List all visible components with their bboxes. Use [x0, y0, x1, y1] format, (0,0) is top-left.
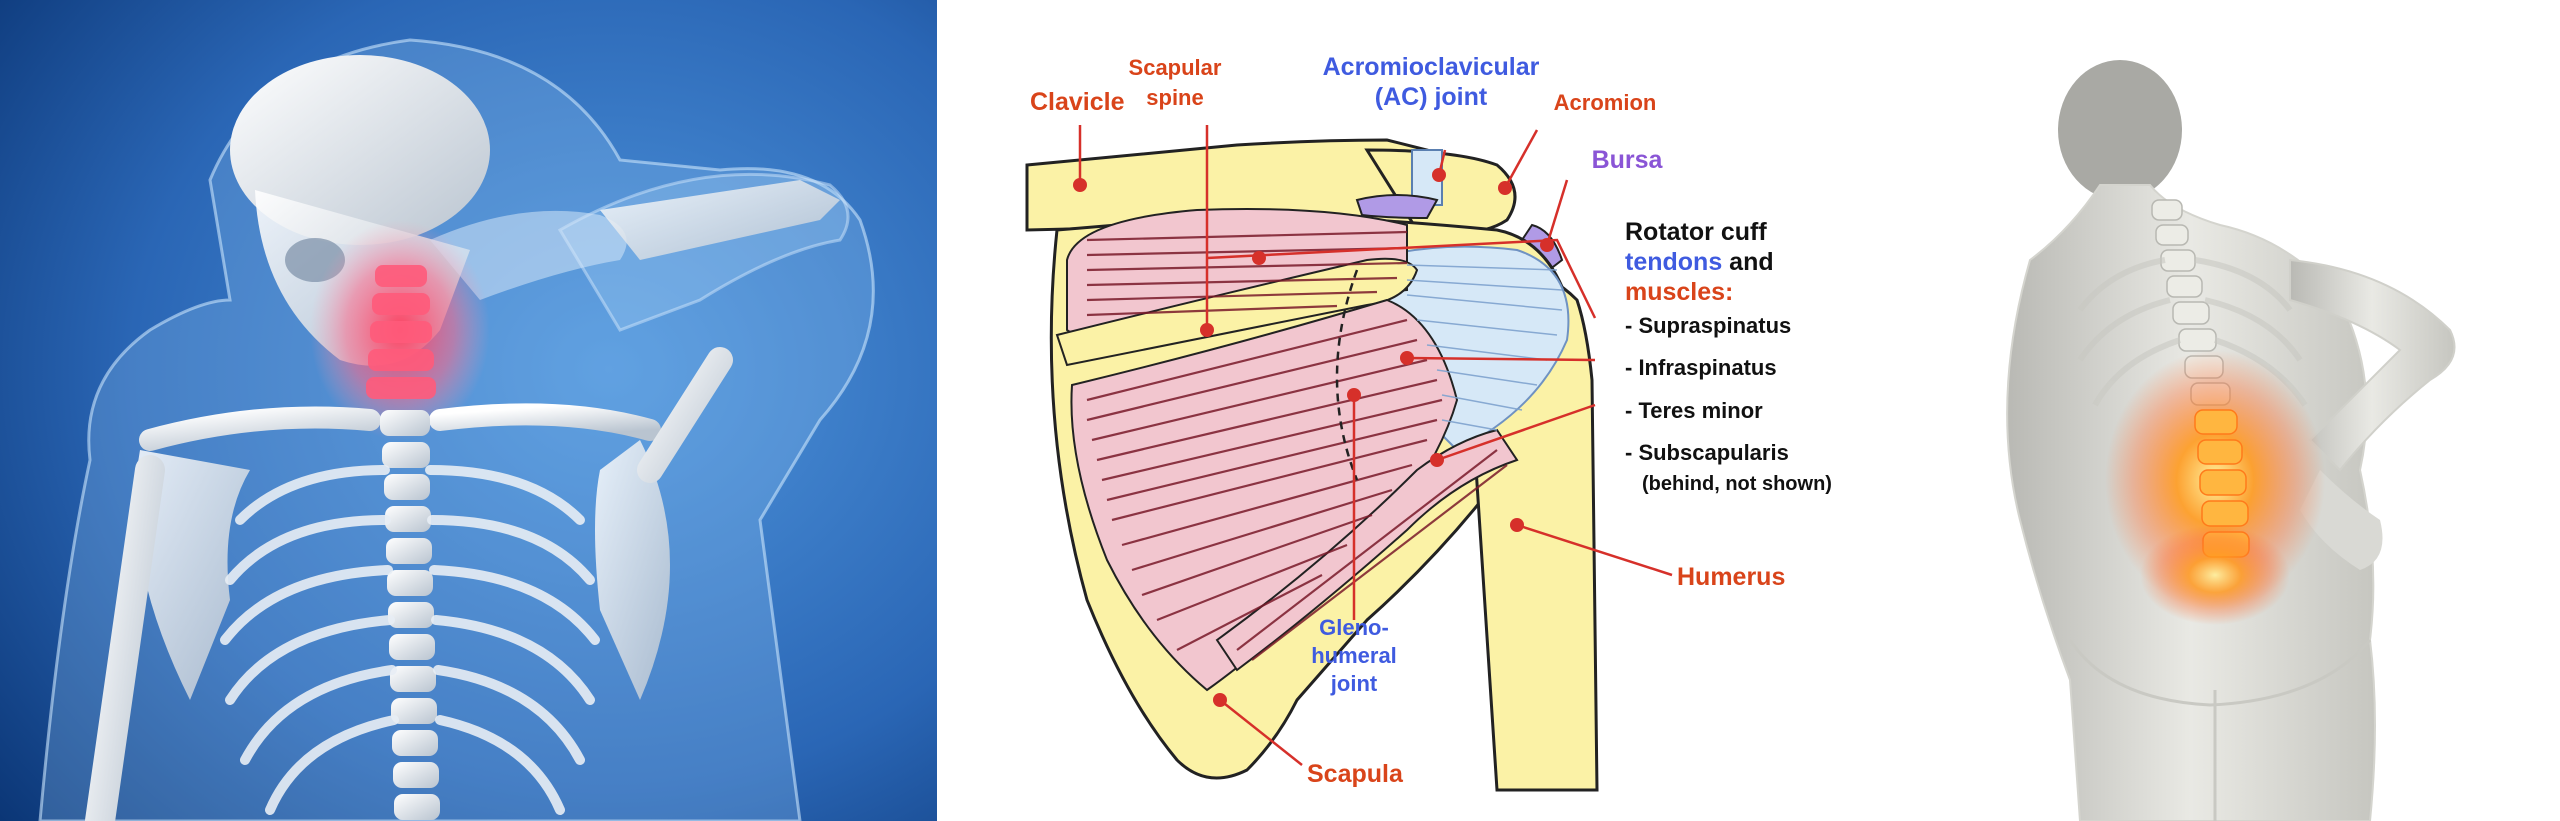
label-ac-joint-1: Acromioclavicular	[1323, 53, 1540, 81]
label-ac-joint-2: (AC) joint	[1375, 83, 1488, 111]
label-subscapularis-note: (behind, not shown)	[1642, 473, 1832, 495]
neck-pain-illustration	[0, 0, 937, 821]
label-scapular-spine-2: spine	[1146, 85, 1203, 110]
leader-dots	[1073, 168, 1554, 707]
label-infraspinatus: - Infraspinatus	[1625, 355, 1777, 380]
glenohumeral-dashed	[1335, 269, 1359, 481]
label-subscapularis: - Subscapularis	[1625, 440, 1789, 465]
label-rotator-line2: tendons and	[1625, 248, 1774, 276]
neck-skeleton-image	[0, 0, 937, 821]
bursa-shape-1	[1355, 194, 1439, 220]
label-teres-minor: - Teres minor	[1625, 398, 1763, 423]
label-supraspinatus: - Supraspinatus	[1625, 313, 1791, 338]
shoulder-diagram-svg: Clavicle Scapular spine Acromioclavicula…	[1025, 53, 1832, 792]
label-glenohumeral-3: joint	[1330, 671, 1378, 696]
muscle-fibers	[1086, 230, 1508, 661]
back-pain-illustration	[1960, 0, 2560, 821]
back-figure-image	[1960, 0, 2560, 821]
label-acromion: Acromion	[1554, 90, 1657, 115]
label-bursa: Bursa	[1592, 146, 1664, 174]
label-rotator-cuff: Rotator cuff	[1625, 218, 1767, 246]
label-clavicle: Clavicle	[1030, 88, 1125, 116]
label-rotator-muscles: muscles:	[1625, 278, 1733, 306]
label-glenohumeral-2: humeral	[1311, 643, 1397, 668]
label-rotator-tendons: tendons	[1625, 248, 1722, 276]
tendon-fibers	[1406, 264, 1563, 431]
label-scapula: Scapula	[1307, 760, 1404, 788]
label-rotator-and: and	[1722, 248, 1773, 276]
leader-lines	[1078, 125, 1673, 766]
shoulder-anatomy-diagram: Clavicle Scapular spine Acromioclavicula…	[937, 0, 1960, 821]
label-glenohumeral-1: Gleno-	[1319, 615, 1389, 640]
label-scapular-spine-1: Scapular	[1129, 55, 1222, 80]
label-humerus: Humerus	[1677, 563, 1785, 591]
